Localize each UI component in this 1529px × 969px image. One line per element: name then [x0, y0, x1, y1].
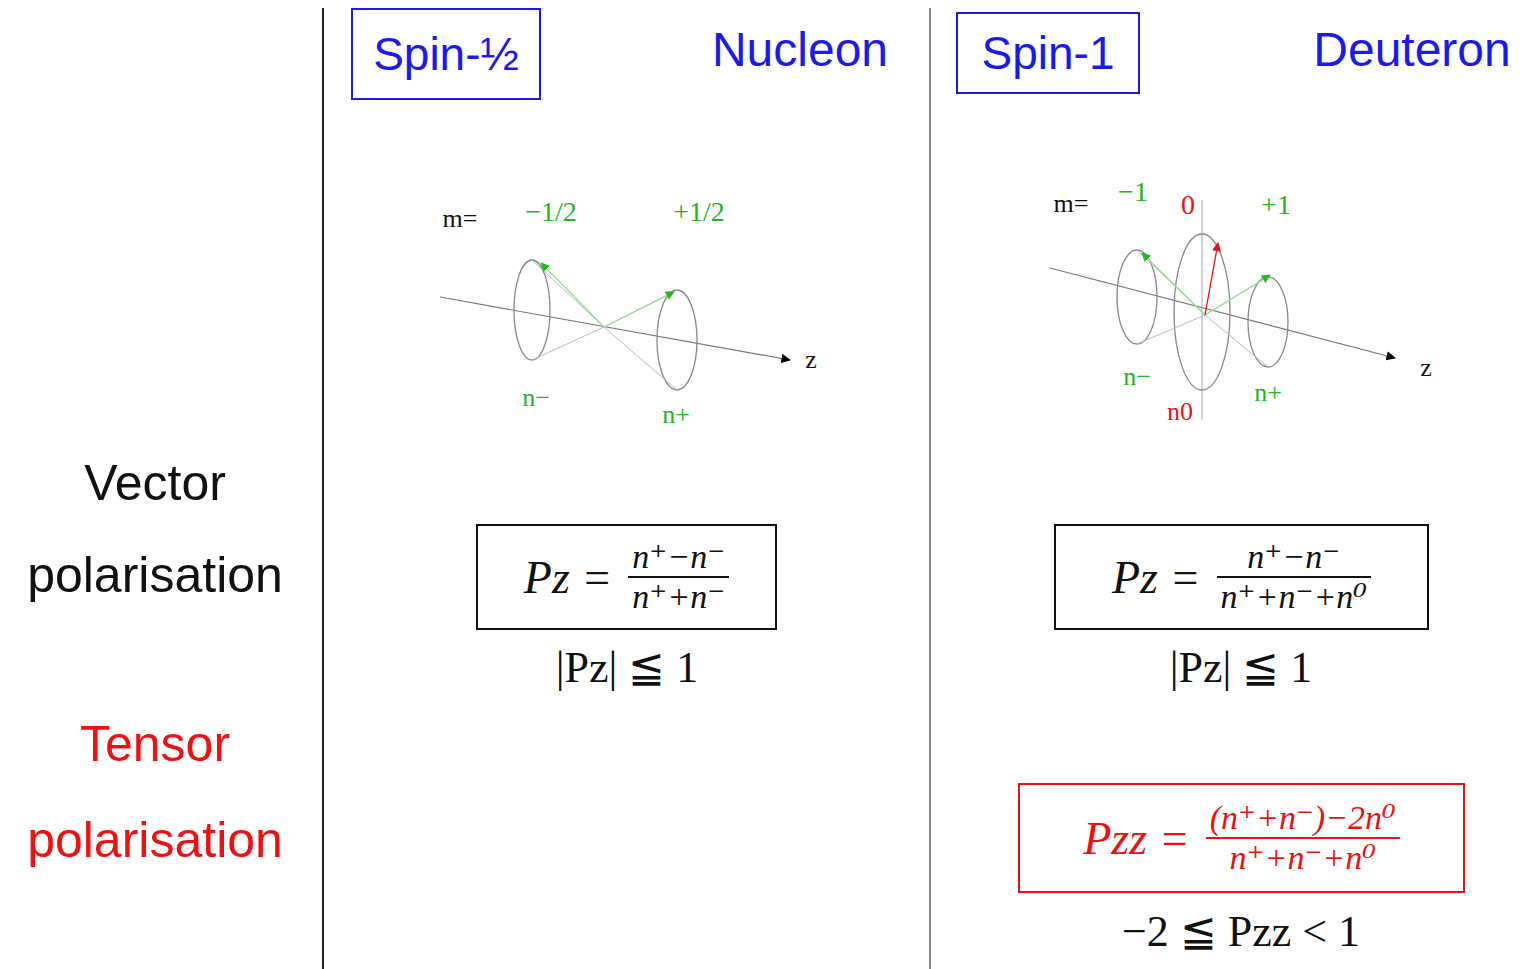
z-axis	[440, 297, 790, 360]
axis-label: z	[805, 345, 817, 375]
spin-one-cones	[1050, 200, 1395, 420]
fraction-numerator: (n⁺+n⁻)−2n⁰	[1206, 799, 1400, 839]
range-condition: |Pz| ≦ 1	[556, 643, 699, 694]
population-label: n−	[1123, 362, 1151, 392]
quantum-number-label: m=	[443, 204, 478, 234]
fraction-numerator: n⁺−n⁻	[628, 538, 729, 578]
column-divider	[929, 8, 931, 969]
fraction: n⁺−n⁻n⁺+n⁻+n⁰	[1217, 538, 1371, 616]
axis-label: z	[1420, 353, 1432, 383]
row-heading: Vector polarisation	[5, 437, 305, 621]
magnetic-number: +1/2	[673, 196, 725, 228]
magnetic-number: 0	[1181, 189, 1195, 221]
population-label: n0	[1167, 397, 1193, 427]
cone-side	[1137, 250, 1205, 315]
spin-heading: Spin-½	[373, 27, 519, 81]
cone-side	[604, 290, 677, 327]
row-heading: Tensor polarisation	[5, 696, 305, 888]
precession-cone	[657, 290, 697, 390]
particle-name: Deuteron	[1313, 22, 1510, 77]
formula-box: Pz = n⁺−n⁻n⁺+n⁻+n⁰	[1054, 524, 1429, 630]
formula-lhs: Pz =	[1112, 551, 1201, 604]
cone-side	[532, 327, 604, 360]
spin-vector	[541, 263, 604, 327]
magnetic-number: −1/2	[525, 196, 577, 228]
precession-cone	[514, 260, 550, 360]
range-condition: |Pz| ≦ 1	[1170, 643, 1313, 694]
magnetic-number: +1	[1261, 189, 1291, 221]
cone-side	[1205, 315, 1268, 367]
formula-lhs: Pzz =	[1083, 812, 1189, 865]
fraction: (n⁺+n⁻)−2n⁰n⁺+n⁻+n⁰	[1206, 799, 1400, 877]
precession-cone	[1117, 250, 1157, 344]
range-condition: −2 ≦ Pzz < 1	[1122, 907, 1360, 958]
fraction-numerator: n⁺−n⁻	[1217, 538, 1371, 578]
spin-vector	[604, 292, 674, 327]
population-label: n+	[1254, 378, 1282, 408]
fraction-denominator: n⁺+n⁻+n⁰	[1217, 578, 1371, 616]
column-divider	[322, 8, 324, 969]
spin-half-cones	[440, 260, 790, 390]
quantum-number-label: m=	[1054, 189, 1089, 219]
cone-side	[532, 260, 604, 327]
particle-name: Nucleon	[712, 22, 888, 77]
cone-side	[1137, 315, 1205, 344]
precession-cone	[1248, 277, 1288, 367]
vertical-axis	[1202, 200, 1203, 420]
formula-lhs: Pz =	[524, 551, 613, 604]
formula-box: Pz = n⁺−n⁻n⁺+n⁻	[476, 524, 777, 630]
spin-vector	[1142, 253, 1205, 315]
spin-heading: Spin-1	[982, 26, 1115, 80]
z-axis	[1050, 268, 1395, 358]
spin-box: Spin-1	[956, 12, 1140, 94]
spin-box: Spin-½	[351, 8, 541, 100]
fraction-denominator: n⁺+n⁻+n⁰	[1206, 839, 1400, 877]
spin-vector	[1205, 243, 1218, 315]
fraction-denominator: n⁺+n⁻	[628, 578, 729, 616]
cone-side	[604, 327, 677, 390]
formula-box: Pzz = (n⁺+n⁻)−2n⁰n⁺+n⁻+n⁰	[1018, 783, 1465, 893]
population-label: n−	[522, 383, 550, 413]
population-label: n+	[662, 400, 690, 430]
spin-vector	[1205, 275, 1270, 315]
fraction: n⁺−n⁻n⁺+n⁻	[628, 538, 729, 616]
magnetic-number: −1	[1118, 176, 1148, 208]
